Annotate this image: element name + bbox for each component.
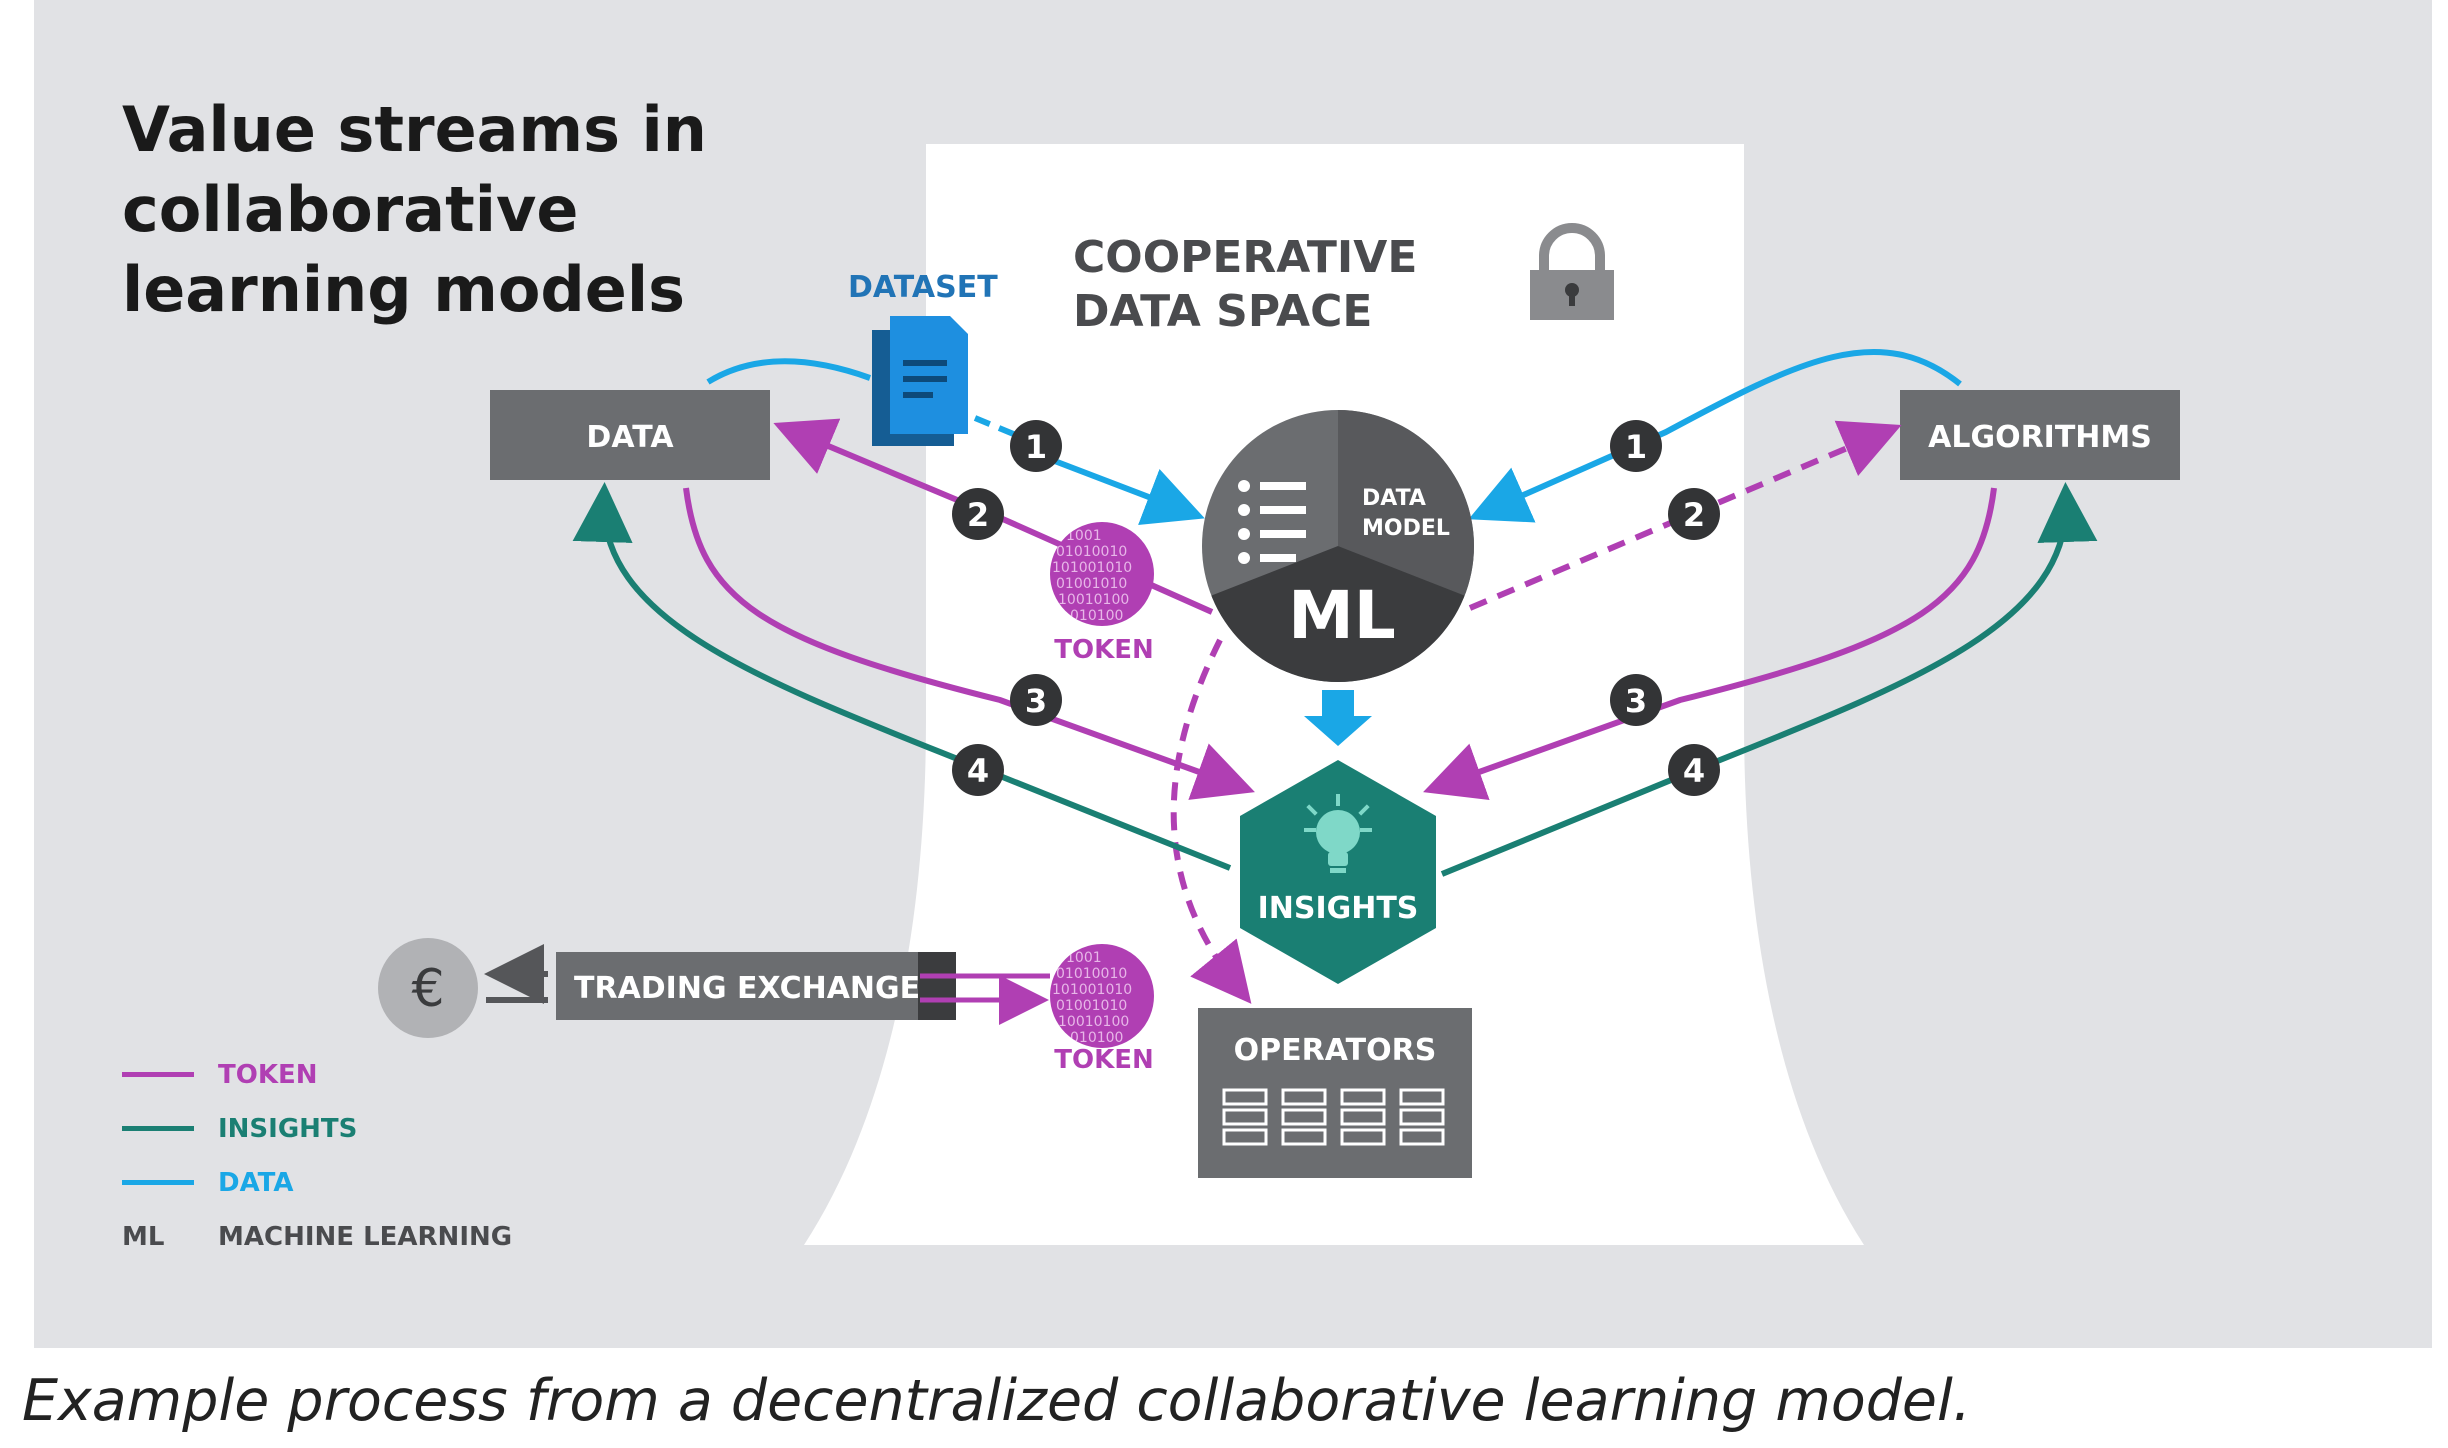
insights-label: INSIGHTS [1258, 891, 1419, 926]
token-1-bits-6: 010100 [1070, 608, 1123, 624]
legend-item-token: TOKEN [122, 1060, 318, 1090]
trading-exchange-label: TRADING EXCHANGE [574, 971, 920, 1006]
step-badge-left-1: 1 [1010, 420, 1062, 472]
token-2-bits-6: 010100 [1070, 1030, 1123, 1046]
step-badge-right-2: 2 [1668, 488, 1720, 540]
insights-flow-to-algorithms [1440, 482, 2098, 877]
token-2-bits-3: 101001010 [1052, 982, 1132, 998]
token-2-bits-1: 1001 [1066, 950, 1102, 966]
step-badge-right-1-label: 1 [1625, 428, 1647, 466]
algorithms-node-label: ALGORITHMS [1928, 420, 2152, 455]
operators-node: OPERATORS [1198, 1008, 1472, 1178]
step-badge-right-4-label: 4 [1683, 752, 1705, 790]
title-line-2: collaborative [122, 173, 578, 246]
step-badge-left-4: 4 [952, 744, 1004, 796]
token-1-bits-1: 1001 [1066, 528, 1102, 544]
step-badge-left-2-label: 2 [967, 496, 989, 534]
space-title-line-2: DATA SPACE [1073, 286, 1372, 337]
data-model-label: DATA MODEL [1362, 486, 1450, 541]
ml-node: DATA MODEL ML [1202, 410, 1474, 682]
title-line-3: learning models [122, 253, 685, 326]
title-line-1: Value streams in [122, 93, 707, 166]
token-flow-to-operators [1170, 638, 1252, 1004]
data-flow-line-right [1468, 349, 1962, 523]
legend-item-ml: ML MACHINE LEARNING [122, 1222, 512, 1252]
token-1-bits-3: 101001010 [1052, 560, 1132, 576]
step-badge-left-3-label: 3 [1025, 682, 1047, 720]
data-flow-dashed-left [973, 415, 1030, 443]
token-flow-data-to-insights [683, 487, 1255, 800]
euro-symbol: € [411, 959, 444, 1019]
server-rack-icon [1222, 1088, 1445, 1146]
step-badge-right-4: 4 [1668, 744, 1720, 796]
legend: TOKEN INSIGHTS DATA ML MACHINE LEARNING [122, 1060, 512, 1252]
legend-data-label: DATA [218, 1168, 294, 1198]
figure-caption: Example process from a decentralized col… [22, 1368, 1971, 1434]
step-badge-right-3-label: 3 [1625, 682, 1647, 720]
space-title-line-1: COOPERATIVE [1073, 232, 1417, 283]
data-node: DATA [490, 390, 770, 480]
ml-to-insights-arrow [1304, 690, 1372, 746]
token-label-1: TOKEN [1054, 635, 1154, 665]
data-flow-line-left [706, 358, 872, 385]
token-label-2: TOKEN [1054, 1045, 1154, 1075]
step-badge-left-3: 3 [1010, 674, 1062, 726]
euro-coin-icon: € [378, 938, 478, 1038]
step-badge-right-1: 1 [1610, 420, 1662, 472]
legend-ml-abbr: ML [122, 1222, 164, 1252]
step-badge-right-2-label: 2 [1683, 496, 1705, 534]
data-model-line-2: MODEL [1362, 516, 1450, 541]
data-flow-arrow-left [1050, 457, 1205, 526]
lightbulb-icon [1304, 794, 1372, 873]
legend-insights-label: INSIGHTS [218, 1114, 357, 1144]
token-2-bits-5: 10010100 [1058, 1014, 1129, 1030]
step-badge-left-1-label: 1 [1025, 428, 1047, 466]
token-coin-1: 1001 01010010 101001010 01001010 1001010… [1050, 522, 1154, 626]
step-badge-left-4-label: 4 [967, 752, 989, 790]
token-1-bits-5: 10010100 [1058, 592, 1129, 608]
legend-token-label: TOKEN [218, 1060, 318, 1090]
space-title: COOPERATIVE DATA SPACE [1073, 232, 1433, 337]
insights-node: INSIGHTS [1240, 760, 1436, 984]
insights-flow-to-data [572, 482, 1232, 871]
data-node-label: DATA [586, 420, 674, 455]
token-1-bits-4: 01001010 [1056, 576, 1127, 592]
token-coin-2: 1001 01010010 101001010 01001010 1001010… [1050, 944, 1154, 1048]
data-model-line-1: DATA [1362, 486, 1426, 511]
step-badge-right-3: 3 [1610, 674, 1662, 726]
token-1-bits-2: 01010010 [1056, 544, 1127, 560]
diagram-title: Value streams in collaborative learning … [122, 93, 729, 326]
token-2-bits-4: 01001010 [1056, 998, 1127, 1014]
legend-item-data: DATA [122, 1168, 294, 1198]
ml-label: ML [1288, 577, 1396, 654]
legend-ml-label: MACHINE LEARNING [218, 1222, 512, 1252]
lock-icon [1530, 223, 1614, 320]
step-badge-left-2: 2 [952, 488, 1004, 540]
arrow-left-icon [484, 944, 548, 1004]
legend-item-insights: INSIGHTS [122, 1114, 357, 1144]
token-flow-algorithms-to-insights [1423, 487, 1997, 801]
token-2-bits-2: 01010010 [1056, 966, 1127, 982]
trading-exchange-node: TRADING EXCHANGE [556, 952, 956, 1020]
list-icon [1238, 480, 1306, 564]
dataset-label: DATASET [848, 270, 998, 305]
document-icon [872, 316, 968, 446]
operators-label: OPERATORS [1234, 1033, 1437, 1068]
algorithms-node: ALGORITHMS [1900, 390, 2180, 480]
